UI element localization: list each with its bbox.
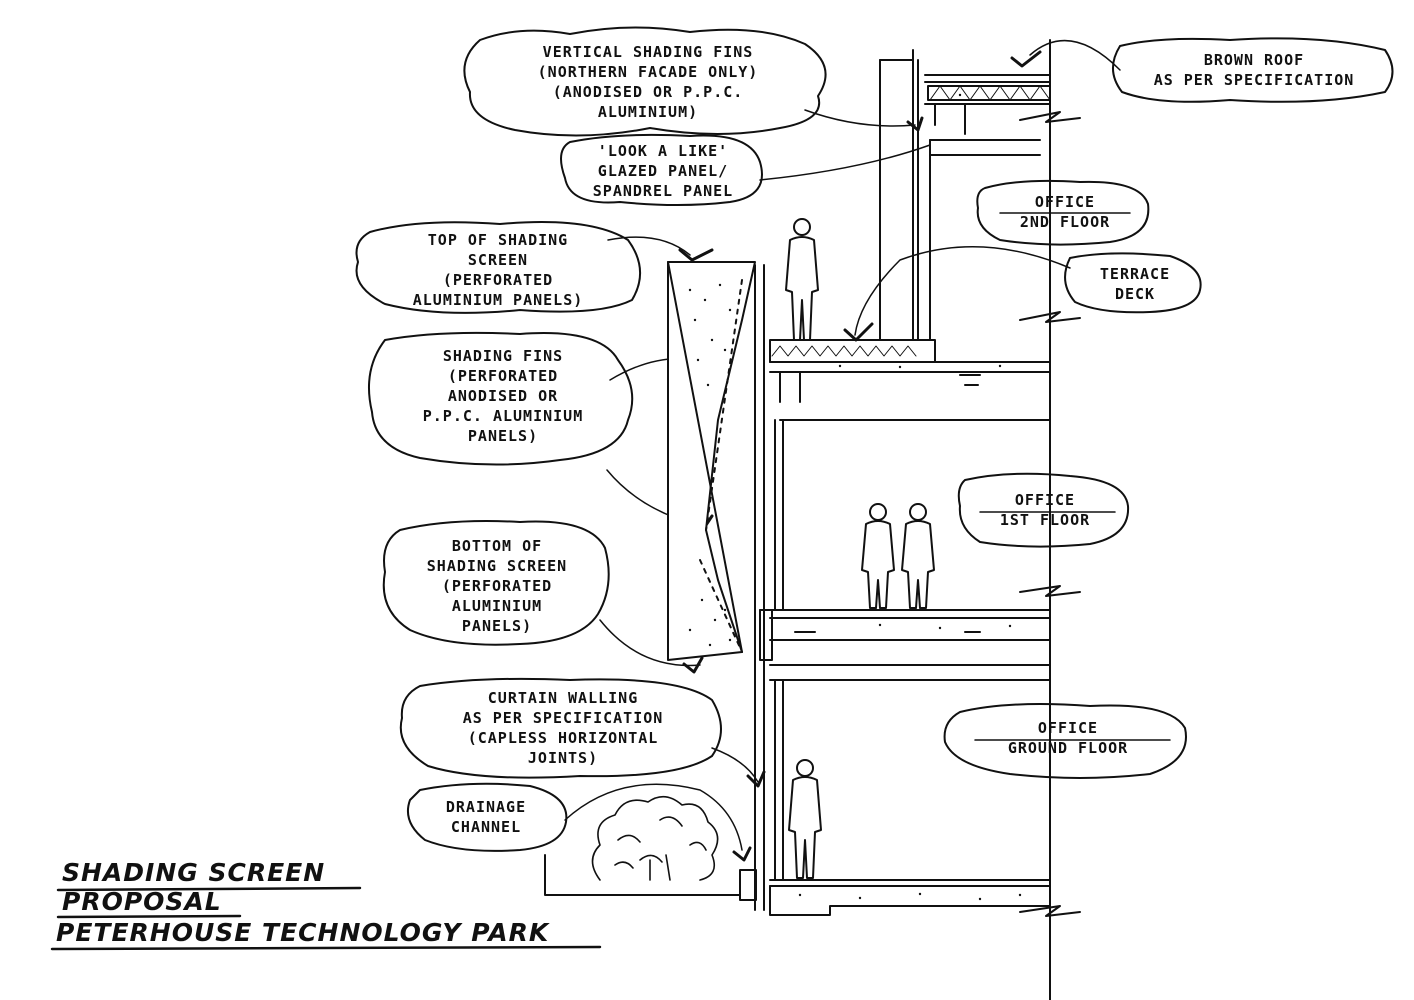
note-terrace-deck: TERRACE DECK xyxy=(1070,264,1200,304)
note-line: GROUND FLOOR xyxy=(1007,739,1129,757)
note-line: ANODISED OR xyxy=(447,387,559,405)
title-line-2: PROPOSAL xyxy=(62,887,222,916)
person-ground xyxy=(788,759,822,879)
note-line: BOTTOM OF xyxy=(451,537,543,555)
note-shading-fins: SHADING FINS (PERFORATED ANODISED OR P.P… xyxy=(378,346,628,446)
person-terrace xyxy=(785,218,819,341)
cloud-look-alike xyxy=(560,133,763,206)
note-line: ALUMINIUM) xyxy=(597,103,699,121)
person-first-a xyxy=(861,503,895,609)
people xyxy=(785,218,935,879)
note-line: CHANNEL xyxy=(450,818,522,836)
person-first-b xyxy=(901,503,935,609)
building-section xyxy=(544,39,1081,1000)
panel-stipple xyxy=(688,93,1022,901)
cloud-top-screen xyxy=(355,221,642,314)
note-line: (NORTHERN FACADE ONLY) xyxy=(537,63,759,81)
note-look-alike: 'LOOK A LIKE' GLAZED PANEL/ SPANDREL PAN… xyxy=(568,141,758,201)
note-line: TOP OF SHADING xyxy=(427,231,569,249)
note-line: 'LOOK A LIKE' xyxy=(597,142,729,160)
note-line: SHADING SCREEN xyxy=(426,557,568,575)
note-line: SCREEN xyxy=(467,251,529,269)
note-line: CURTAIN WALLING xyxy=(487,689,639,707)
note-line: AS PER SPECIFICATION xyxy=(1153,71,1355,89)
shrub xyxy=(591,795,719,881)
note-line: P.P.C. ALUMINIUM xyxy=(422,407,584,425)
cloud-bubbles xyxy=(355,26,1394,852)
title-underlines xyxy=(50,886,602,951)
note-line: (PERFORATED xyxy=(441,577,553,595)
note-vertical-fins: VERTICAL SHADING FINS (NORTHERN FACADE O… xyxy=(478,42,818,122)
note-line: BROWN ROOF xyxy=(1203,51,1305,69)
note-drainage: DRAINAGE CHANNEL xyxy=(410,797,562,837)
note-line: GLAZED PANEL/ xyxy=(597,162,729,180)
note-line: OFFICE xyxy=(1034,193,1096,211)
note-line: SHADING FINS xyxy=(442,347,564,365)
shading-screen xyxy=(667,261,756,661)
label-underlines xyxy=(974,212,1171,741)
note-line: ALUMINIUM PANELS) xyxy=(412,291,584,309)
note-office-1st: OFFICE 1ST FLOOR xyxy=(965,490,1125,530)
cloud-office-2nd xyxy=(976,179,1150,246)
note-line: DECK xyxy=(1114,285,1156,303)
cloud-bottom-screen xyxy=(382,520,610,646)
cloud-shading-fins xyxy=(368,331,634,466)
note-line: OFFICE xyxy=(1014,491,1076,509)
note-line: VERTICAL SHADING FINS xyxy=(542,43,754,61)
cloud-brown-roof xyxy=(1112,37,1394,103)
cloud-office-ground xyxy=(943,703,1187,779)
note-line: (ANODISED OR P.P.C. xyxy=(552,83,744,101)
title-line-3: PETERHOUSE TECHNOLOGY PARK xyxy=(56,918,550,947)
note-line: 2ND FLOOR xyxy=(1019,213,1111,231)
note-office-ground: OFFICE GROUND FLOOR xyxy=(948,718,1188,758)
cloud-vertical-fins xyxy=(463,26,827,137)
note-line: DRAINAGE xyxy=(445,798,527,816)
note-office-2nd: OFFICE 2ND FLOOR xyxy=(985,192,1145,232)
cloud-drainage xyxy=(406,782,568,852)
note-line: SPANDREL PANEL xyxy=(592,182,734,200)
note-line: PANELS) xyxy=(461,617,533,635)
note-line: OFFICE xyxy=(1037,719,1099,737)
note-bottom-screen: BOTTOM OF SHADING SCREEN (PERFORATED ALU… xyxy=(386,536,608,636)
note-line: 1ST FLOOR xyxy=(999,511,1091,529)
cloud-terrace xyxy=(1064,252,1202,314)
note-top-screen: TOP OF SHADING SCREEN (PERFORATED ALUMIN… xyxy=(362,230,634,310)
note-line: ALUMINIUM xyxy=(451,597,543,615)
note-line: (CAPLESS HORIZONTAL xyxy=(467,729,659,747)
note-line: JOINTS) xyxy=(527,749,599,767)
note-line: AS PER SPECIFICATION xyxy=(462,709,664,727)
note-brown-roof: BROWN ROOF AS PER SPECIFICATION xyxy=(1122,50,1386,90)
note-line: PANELS) xyxy=(467,427,539,445)
note-curtain-walling: CURTAIN WALLING AS PER SPECIFICATION (CA… xyxy=(404,688,722,768)
cloud-office-1st xyxy=(957,472,1130,548)
note-line: (PERFORATED xyxy=(447,367,559,385)
note-line: (PERFORATED xyxy=(442,271,554,289)
title-line-1: SHADING SCREEN xyxy=(62,858,326,887)
note-line: TERRACE xyxy=(1099,265,1171,283)
cloud-curtain xyxy=(399,677,722,779)
